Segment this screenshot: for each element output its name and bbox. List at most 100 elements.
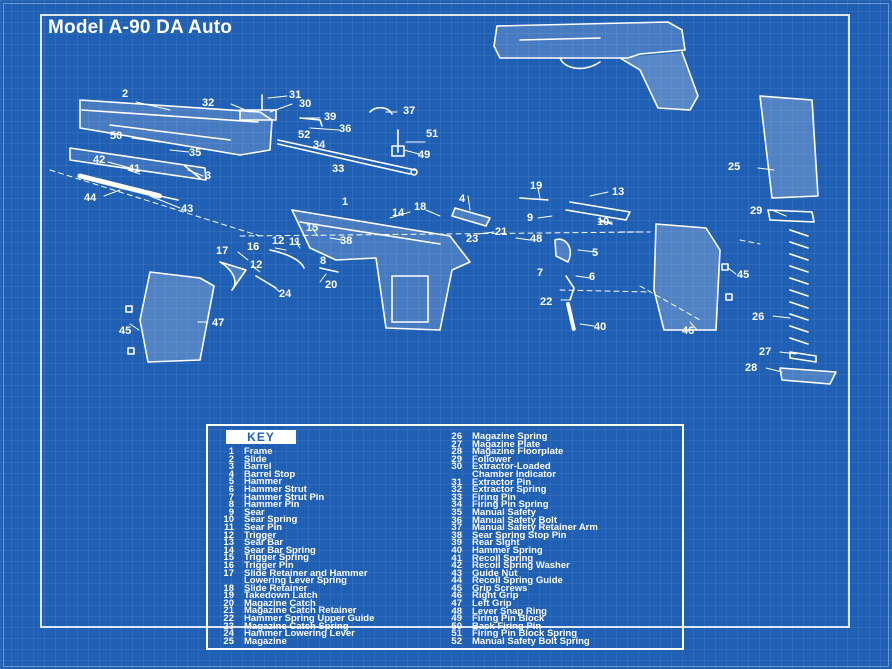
- key-entry: Lowering Lever Spring: [214, 575, 374, 587]
- callout-6: 6: [589, 271, 596, 283]
- key-entry-name: Sear Bar: [244, 537, 284, 549]
- key-entry-name: Firing Pin Block Spring: [472, 628, 578, 640]
- key-entry-name: Sear: [244, 506, 265, 518]
- key-entry-number: 31: [451, 476, 462, 488]
- key-entry-number: 18: [223, 582, 234, 594]
- callout-51: 51: [426, 128, 439, 140]
- callout-40: 40: [594, 321, 607, 333]
- callout-28: 28: [745, 362, 758, 374]
- key-entry-name: Slide: [244, 453, 267, 465]
- callout-45-left: 45: [119, 325, 132, 337]
- key-entry-name: Hammer Strut Pin: [244, 491, 325, 503]
- callout-36: 36: [339, 123, 352, 135]
- key-entry-number: 35: [451, 506, 462, 518]
- key-entry-number: 39: [451, 537, 462, 549]
- leader-lines: [103, 95, 797, 373]
- callout-27: 27: [759, 346, 772, 358]
- callout-26: 26: [752, 311, 765, 323]
- key-entry-number: 1: [228, 446, 234, 457]
- key-entry-number: 46: [451, 590, 462, 602]
- key-entry-name: Rear Sight: [472, 537, 520, 549]
- key-entry-name: Lowering Lever Spring: [244, 575, 347, 587]
- key-entry-number: 30: [451, 461, 462, 473]
- key-entry-number: 43: [451, 567, 462, 579]
- key-heading: KEY: [226, 430, 296, 444]
- callout-46: 46: [682, 325, 695, 337]
- key-entry-number: 36: [451, 514, 462, 526]
- callout-32: 32: [202, 97, 215, 109]
- key-entry-name: Magazine Floorplate: [472, 446, 564, 458]
- key-entry: 39 Rear Sight: [442, 537, 598, 549]
- key-entry: Chamber Indicator: [442, 470, 598, 479]
- key-entry-number: 4: [228, 468, 234, 480]
- key-entry-name: Extractor Spring: [472, 484, 547, 496]
- key-entry: 1 Frame: [214, 446, 374, 457]
- callout-4: 4: [459, 193, 466, 205]
- key-entry-number: 11: [223, 521, 234, 533]
- key-entry-name: Hammer: [244, 476, 283, 488]
- callout-1: 1: [342, 196, 349, 208]
- key-entry: 2 Slide: [214, 453, 374, 465]
- callout-20: 20: [325, 279, 338, 291]
- key-entry-name: Frame: [244, 446, 273, 457]
- key-entry-number: 2: [228, 453, 234, 465]
- key-entry-number: 9: [228, 506, 234, 518]
- blueprint-frame: [40, 14, 850, 628]
- key-entry-name: Recoil Spring Washer: [472, 560, 570, 572]
- callout-21: 21: [495, 226, 508, 238]
- callout-50: 50: [110, 130, 123, 142]
- callout-10: 10: [597, 216, 610, 228]
- key-entry-number: 52: [451, 636, 462, 648]
- key-entry-number: 37: [451, 522, 462, 534]
- frame-part: [291, 209, 471, 331]
- key-entry-name: Extractor Pin: [472, 476, 532, 488]
- key-entry-number: 27: [451, 438, 462, 450]
- callout-19: 19: [530, 180, 543, 192]
- key-entry-number: 13: [223, 537, 234, 549]
- slide-part: [79, 99, 273, 156]
- callout-23: 23: [466, 233, 479, 245]
- key-entry-name: Takedown Latch: [244, 590, 318, 602]
- key-entry-number: 8: [228, 499, 234, 511]
- key-entry-name: Firing Pin Spring: [472, 499, 549, 511]
- key-entry-number: 40: [451, 544, 462, 556]
- key-entry: 11 Sear Pin: [214, 521, 374, 533]
- key-entry-name: Trigger Spring: [244, 552, 309, 564]
- key-entry-name: Barrel: [244, 461, 272, 473]
- key-entry-number: 49: [451, 613, 462, 625]
- key-entry-name: Grip Screws: [472, 582, 528, 594]
- key-entry-name: Manual Safety Bolt Spring: [472, 636, 590, 648]
- key-entry-name: Hammer Spring: [472, 544, 543, 556]
- callout-18: 18: [414, 201, 427, 213]
- key-entry-number: 22: [223, 613, 234, 625]
- key-entry-name: Sear Pin: [244, 521, 283, 533]
- key-entry-number: 15: [223, 552, 234, 564]
- callout-31: 31: [289, 89, 302, 101]
- key-entry: 31 Extractor Pin: [442, 476, 598, 488]
- key-entry-number: 47: [451, 598, 462, 610]
- key-entry-number: 26: [451, 431, 462, 442]
- left-grip-part: [125, 271, 215, 363]
- key-entry-name: Back Firing Pin: [472, 620, 542, 632]
- callout-24: 24: [279, 288, 292, 300]
- key-entry-number: 28: [451, 446, 462, 458]
